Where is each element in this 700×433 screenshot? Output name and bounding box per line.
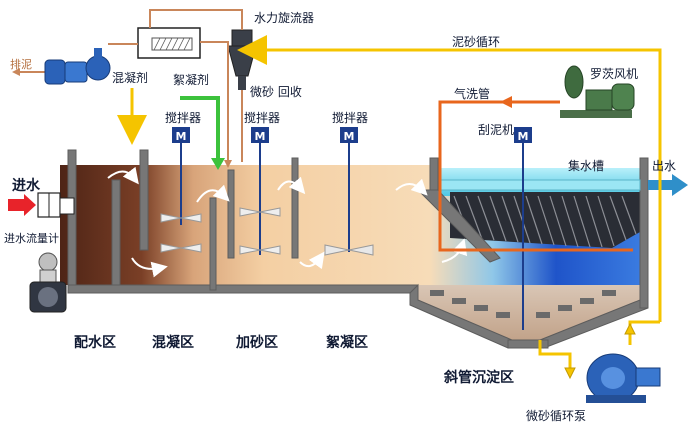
discharge-pump: [44, 48, 111, 85]
mixer-3: M: [324, 127, 374, 256]
label-air-wash-pipe: 气洗管: [454, 86, 490, 101]
label-water-out: 出水: [652, 159, 676, 173]
roots-blower: [560, 65, 635, 118]
label-zone-coagulation: 混凝区: [152, 335, 194, 351]
hydrocyclone: [227, 29, 257, 90]
mixer-1: M: [160, 127, 202, 253]
label-collect-tank: 集水槽: [568, 158, 604, 173]
sand-pump: [586, 353, 661, 403]
air-wash-line: [438, 96, 633, 252]
label-scraper: 刮泥机: [478, 123, 514, 137]
outlet-arrow: [648, 174, 688, 196]
label-sand-cycle: 泥砂循环: [452, 35, 500, 49]
label-discharge: 排泥: [10, 57, 32, 71]
label-sand-pump: 微砂循环泵: [526, 409, 586, 423]
label-mixer-2: 搅拌器: [244, 110, 280, 125]
flocculant-line: [180, 96, 225, 170]
label-zone-sand: 加砂区: [235, 334, 278, 351]
label-flow-meter: 进水流量计: [4, 231, 59, 245]
sand-separator: [137, 27, 201, 59]
mixer-mark: M: [255, 130, 266, 143]
tank-walls: [67, 149, 649, 349]
mixer-mark: M: [176, 130, 187, 143]
label-zone-distribution: 配水区: [74, 334, 116, 351]
scraper-drive: M: [514, 127, 532, 330]
label-roots-blower: 罗茨风机: [590, 67, 638, 81]
label-zone-settling: 斜管沉淀区: [443, 369, 514, 386]
flow-meter: [29, 252, 67, 313]
mixer-2: M: [239, 127, 281, 255]
inlet-arrow: [8, 194, 36, 216]
scraper-arms: [430, 290, 616, 318]
label-sand-recovery: 微砂 回收: [250, 85, 302, 99]
discharge-line: [12, 43, 138, 76]
sand-return-pipe: [149, 9, 243, 168]
mixer-mark: M: [344, 130, 355, 143]
label-zone-flocculation: 絮凝区: [326, 334, 368, 351]
label-mixer-1: 搅拌器: [165, 110, 201, 125]
label-hydrocyclone: 水力旋流器: [254, 11, 314, 25]
sand-cycle-line: [237, 35, 662, 372]
mixer-mark: M: [518, 130, 529, 143]
collection-trough: [439, 179, 641, 191]
sand-cycle-arrows: [564, 322, 636, 380]
flow-arrows: [107, 166, 468, 278]
inlet-pipe: [37, 192, 75, 218]
label-coagulant: 混凝剂: [112, 70, 148, 85]
label-mixer-3: 搅拌器: [332, 110, 368, 125]
label-water-in: 进水: [12, 177, 41, 194]
label-flocculant: 絮凝剂: [173, 72, 209, 87]
